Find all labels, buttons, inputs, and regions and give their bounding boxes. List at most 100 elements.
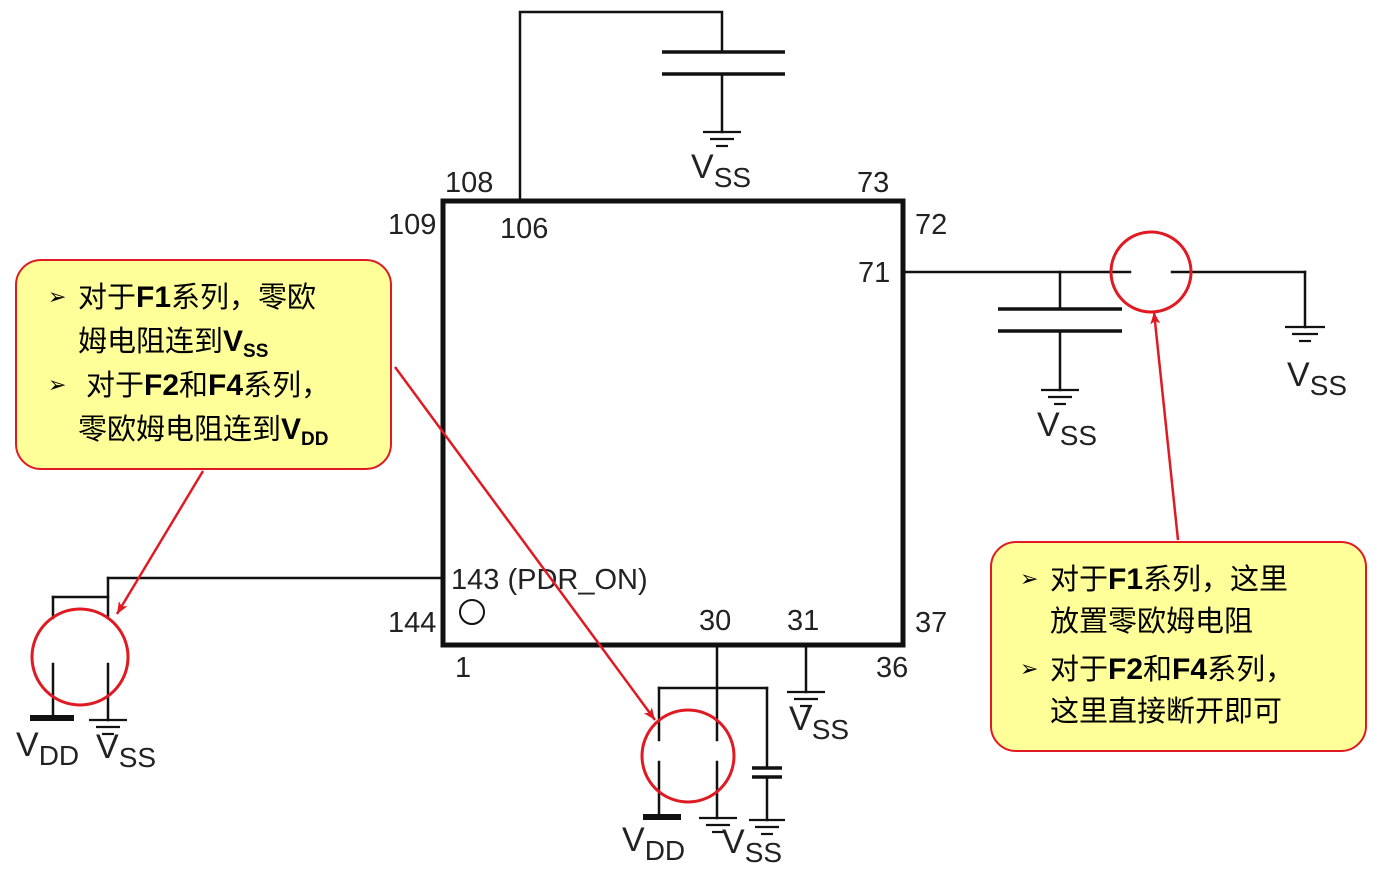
supply-subscript: DD [301, 429, 329, 450]
bullet-line: 对于F1系列，零欧 [78, 276, 316, 320]
top-decoupling-circuit: VSS [518, 10, 785, 203]
pin71-capacitor-ground-symbol [1041, 388, 1079, 406]
supply-letter: V [1287, 356, 1310, 394]
callout-bullet: ➢ 对于F1系列，零欧 姆电阻连到VSS [48, 276, 390, 364]
left-vss-label: VSS [96, 728, 156, 773]
pin-label-106: 106 [500, 213, 548, 245]
supply-letter: V [16, 726, 39, 764]
pin-label-73: 73 [857, 167, 889, 199]
supply-symbol: V [281, 413, 302, 446]
left-vdd-label: VDD [16, 726, 79, 771]
callout-bullet: ➢ 对于F2和F4系列， 零欧姆电阻连到VDD [48, 364, 390, 452]
supply-symbol: V [223, 325, 244, 358]
supply-subscript: DD [39, 740, 79, 771]
supply-subscript: SS [745, 837, 782, 868]
supply-letter: V [789, 700, 812, 738]
supply-subscript: SS [243, 341, 269, 362]
text-segment: 和 [179, 370, 209, 402]
text-segment: 系列， [1207, 654, 1295, 686]
callout-bullet: ➢ 对于F1系列，这里 放置零欧姆电阻 [1020, 559, 1365, 643]
bullet-line: 放置零欧姆电阻 [1050, 601, 1288, 643]
left-ground-symbol [89, 718, 127, 736]
pin30-ground-symbol [699, 816, 737, 834]
bullet-line: 零欧姆电阻连到VDD [78, 408, 330, 452]
supply-subscript: SS [812, 714, 849, 745]
series-name: F1 [136, 281, 172, 314]
text-segment: 系列，零欧 [171, 282, 317, 314]
series-name: F2 [144, 369, 180, 402]
bullet-line: 这里直接断开即可 [1050, 691, 1294, 733]
bullet-line: 对于F1系列，这里 [1050, 559, 1288, 601]
text-segment: 对于 [1050, 654, 1109, 686]
series-name: F4 [208, 369, 244, 402]
pin-label-143-pdr-on: 143 (PDR_ON) [451, 564, 648, 596]
pin-label-72: 72 [915, 209, 947, 241]
supply-letter: V [691, 148, 714, 186]
pin1-marker-circle [459, 599, 485, 625]
bullet-text: 对于F2和F4系列， 这里直接断开即可 [1050, 649, 1294, 733]
pin-label-108: 108 [445, 167, 493, 199]
pin31-vss-label: VSS [789, 700, 849, 745]
pin-label-36: 36 [876, 652, 908, 684]
arrow-bullet-icon: ➢ [48, 373, 67, 398]
bottom-pin30-circuit: VDD VSS [622, 643, 785, 868]
text-segment: 对于 [86, 370, 145, 402]
supply-subscript: SS [714, 162, 751, 193]
text-segment: 零欧姆电阻连到 [78, 414, 282, 446]
bullet-line: 对于F2和F4系列， [78, 364, 330, 408]
pin-label-30: 30 [699, 605, 731, 637]
supply-subscript: DD [645, 835, 685, 866]
bottom-vdd-label: VDD [622, 821, 685, 866]
right-ground-symbol [1285, 325, 1325, 343]
left-resistor-highlight-circle [30, 607, 130, 707]
bullet-text: 对于F2和F4系列， 零欧姆电阻连到VDD [78, 364, 330, 452]
text-segment: 和 [1143, 654, 1173, 686]
supply-letter: V [722, 823, 745, 861]
arrow-to-left-circle [115, 470, 205, 615]
pin-label-109: 109 [388, 209, 436, 241]
supply-letter: V [96, 728, 119, 766]
text-segment: 姆电阻连到 [78, 326, 224, 358]
text-segment: 系列， [243, 370, 331, 402]
arrow-to-right-circle [1150, 311, 1180, 541]
top-vss-label: VSS [691, 148, 751, 193]
arrow-bullet-icon: ➢ [1020, 567, 1039, 592]
pin-label-144: 144 [388, 607, 436, 639]
text-segment: 对于 [78, 282, 137, 314]
arrow-to-bottom-circle [393, 366, 657, 721]
pin71-capacitor-vss-label: VSS [1037, 406, 1097, 451]
series-name: F1 [1108, 563, 1144, 596]
pin-label-31: 31 [787, 605, 819, 637]
right-vss-label: VSS [1287, 356, 1347, 401]
bottom-resistor-highlight-circle [640, 708, 736, 804]
bullet-text: 对于F1系列，零欧 姆电阻连到VSS [78, 276, 316, 364]
right-pin71-circuit: VSS VSS [901, 270, 1347, 451]
pin-label-71: 71 [858, 257, 890, 289]
text-segment: 对于 [1050, 564, 1109, 596]
top-ground-symbol [703, 130, 741, 148]
bottom-vss-label: VSS [722, 823, 782, 868]
left-annotation-callout: ➢ 对于F1系列，零欧 姆电阻连到VSS ➢ 对于F2和F4系列， 零欧姆电阻连… [15, 259, 392, 470]
pin-label-1: 1 [455, 652, 471, 684]
supply-letter: V [622, 821, 645, 859]
supply-subscript: SS [1060, 420, 1097, 451]
arrow-bullet-icon: ➢ [1020, 657, 1039, 682]
left-pdr-on-circuit: VDD VSS [16, 576, 445, 773]
text-segment: 放置零欧姆电阻 [1050, 606, 1254, 638]
pin106-wire [518, 10, 724, 203]
callout-bullet: ➢ 对于F2和F4系列， 这里直接断开即可 [1020, 649, 1365, 733]
bullet-line: 对于F2和F4系列， [1050, 649, 1294, 691]
series-name: F4 [1172, 653, 1208, 686]
arrow-bullet-icon: ➢ [48, 285, 67, 310]
chip-body [440, 198, 906, 648]
supply-subscript: SS [1310, 370, 1347, 401]
right-annotation-callout: ➢ 对于F1系列，这里 放置零欧姆电阻 ➢ 对于F2和F4系列， 这里直接断开即… [990, 541, 1367, 752]
pin31-ground-circuit: VSS [787, 643, 849, 745]
pin-label-37: 37 [915, 607, 947, 639]
supply-subscript: SS [119, 742, 156, 773]
supply-letter: V [1037, 406, 1060, 444]
text-segment: 系列，这里 [1143, 564, 1289, 596]
text-segment: 这里直接断开即可 [1050, 696, 1283, 728]
